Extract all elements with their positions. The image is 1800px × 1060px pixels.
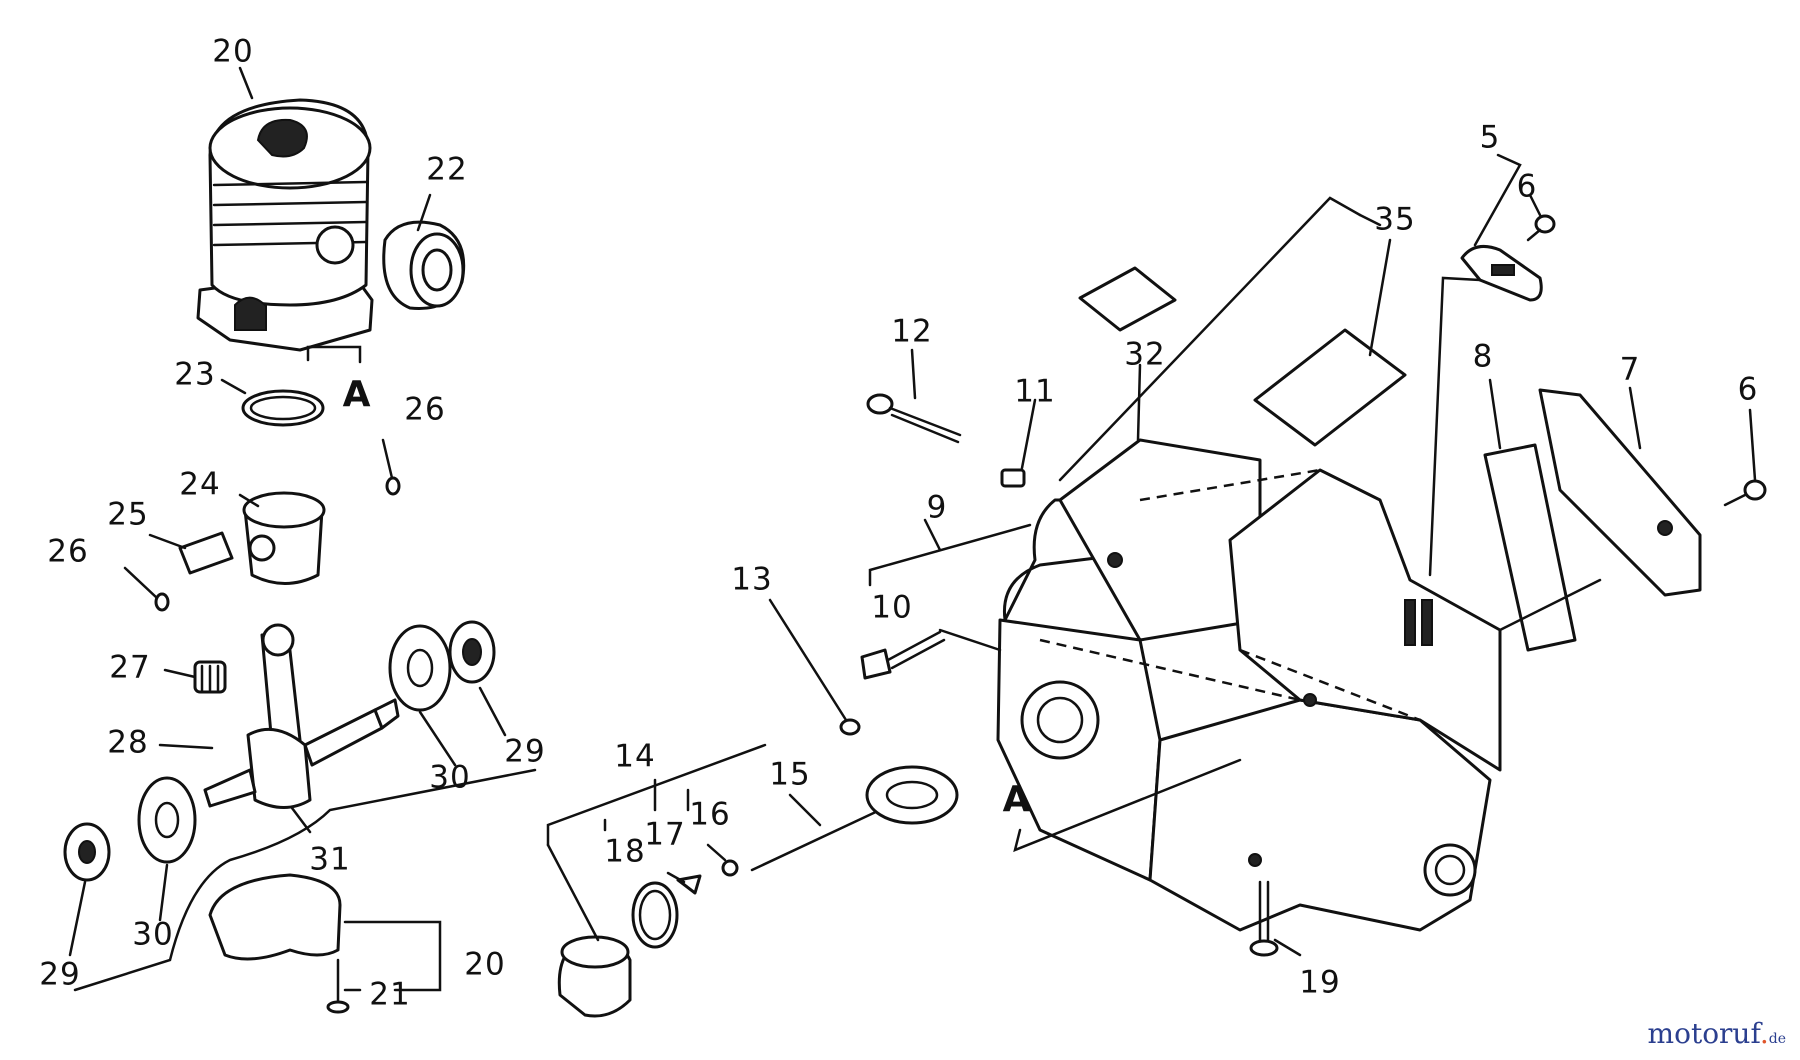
label-a-crankcase: A (1002, 779, 1032, 820)
plug-13 (839, 718, 861, 736)
label-30-right: 30 (429, 759, 471, 796)
circlip-right (385, 476, 401, 496)
label-8: 8 (1472, 338, 1494, 375)
label-28: 28 (107, 724, 149, 761)
nut-11 (1000, 468, 1026, 488)
cylinder (196, 98, 374, 352)
plate-8 (1483, 443, 1577, 652)
main-bearing-right (388, 624, 452, 712)
seal-right (448, 620, 496, 684)
screw-6-right (1723, 479, 1767, 507)
label-29-right: 29 (504, 733, 546, 770)
label-27: 27 (109, 649, 151, 686)
label-25: 25 (107, 496, 149, 533)
circlip-left (154, 592, 170, 612)
label-15: 15 (769, 756, 811, 793)
dipstick (750, 765, 959, 872)
label-20-cylinder: 20 (212, 33, 254, 70)
screw-21 (326, 958, 350, 1014)
watermark-logo: motoruf.de (1647, 1017, 1786, 1050)
label-18: 18 (604, 833, 646, 870)
bracket-5 (1460, 244, 1543, 302)
label-13: 13 (731, 561, 773, 598)
label-14: 14 (614, 738, 656, 775)
label-11: 11 (1014, 373, 1056, 410)
seal-left (63, 822, 111, 882)
label-26-right: 26 (404, 391, 446, 428)
label-22: 22 (426, 151, 468, 188)
ring-16 (721, 859, 739, 877)
decal-35 (1253, 328, 1407, 447)
decal-32 (1078, 266, 1177, 332)
clip-17 (676, 874, 702, 895)
bolt-10 (860, 630, 946, 680)
main-bearing-left (137, 776, 197, 864)
crankshaft (203, 623, 400, 809)
label-a-cylinder: A (342, 374, 372, 415)
needle-bearing (193, 660, 227, 694)
label-20-housing: 20 (464, 946, 506, 983)
label-31: 31 (309, 841, 351, 878)
cover-7 (1538, 388, 1702, 597)
piston-pin (178, 531, 234, 575)
bolt-12 (866, 393, 962, 444)
label-16: 16 (689, 796, 731, 833)
label-29-left: 29 (39, 956, 81, 993)
bearing-housing (208, 873, 342, 961)
label-17: 17 (644, 816, 686, 853)
intake-boot (382, 220, 466, 310)
label-6-top: 6 (1516, 168, 1538, 205)
label-6-right: 6 (1737, 371, 1759, 408)
label-19: 19 (1299, 964, 1341, 1001)
label-32: 32 (1124, 336, 1166, 373)
screw-19 (1249, 880, 1279, 957)
label-23: 23 (174, 356, 216, 393)
label-35: 35 (1374, 201, 1416, 238)
label-9: 9 (926, 489, 948, 526)
piston (242, 491, 326, 585)
label-21: 21 (369, 976, 411, 1013)
label-5: 5 (1479, 119, 1501, 156)
leader-lines (68, 66, 1757, 992)
label-7: 7 (1619, 351, 1641, 388)
label-24: 24 (179, 466, 221, 503)
crankcase (996, 438, 1502, 932)
screw-6-top (1526, 214, 1556, 242)
label-10: 10 (871, 589, 913, 626)
label-12: 12 (891, 313, 933, 350)
oil-cap (557, 935, 632, 1018)
label-26-left: 26 (47, 533, 89, 570)
label-30-left: 30 (132, 916, 174, 953)
